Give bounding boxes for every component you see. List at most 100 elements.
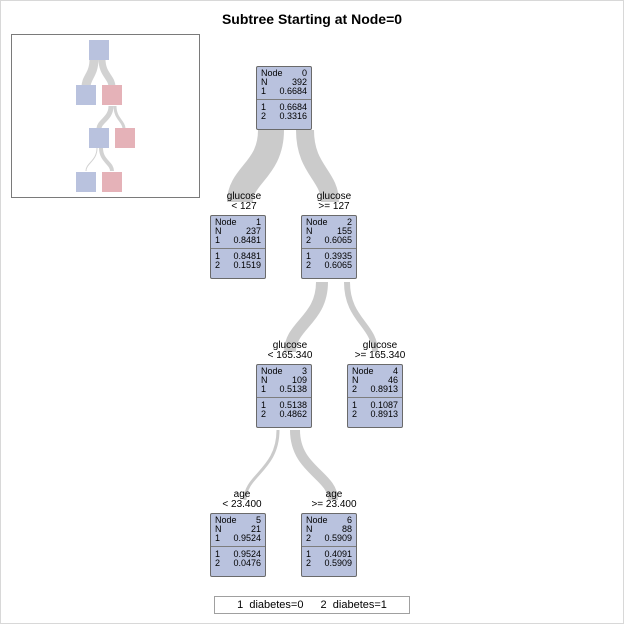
split-variable: glucose	[272, 340, 308, 351]
node-predicted-prob: 0.6684	[279, 86, 307, 96]
node-divider	[257, 397, 311, 398]
node-header-label: Node	[215, 217, 237, 227]
node-class-1-label: 1	[352, 400, 358, 410]
overview-tree	[76, 40, 135, 192]
node-class-1-prob: 0.5138	[279, 400, 307, 410]
legend-label: diabetes=1	[332, 599, 387, 611]
node-class-1-prob: 0.4091	[324, 549, 352, 559]
link-0-2	[296, 129, 339, 203]
split-label-node-6: age >= 23.400	[289, 490, 379, 510]
overview-node-2	[102, 85, 122, 105]
node-id: 0	[301, 68, 307, 78]
overview-link-0-2	[98, 58, 116, 88]
split-label-node-5: age < 23.400	[197, 490, 287, 510]
node-id: 6	[346, 515, 352, 525]
split-variable: glucose	[226, 191, 262, 202]
node-predicted-class: 2	[352, 384, 358, 394]
node-class-2-label: 2	[306, 558, 312, 568]
node-n-label: N	[215, 524, 222, 534]
node-class-1-prob: 0.8481	[233, 251, 261, 261]
split-variable: glucose	[362, 340, 398, 351]
node-n-value: 237	[245, 226, 261, 236]
split-label-node-1: glucose < 127	[199, 192, 289, 212]
node-header-label: Node	[352, 366, 374, 376]
node-n-value: 392	[291, 77, 307, 87]
node-class-2-label: 2	[215, 558, 221, 568]
node-id: 5	[255, 515, 261, 525]
node-class-2-label: 2	[261, 409, 267, 419]
overview-node-0	[89, 40, 109, 60]
node-class-1-label: 1	[261, 400, 267, 410]
tree-node-6[interactable]: Node 6 N 88 2 0.5909 1 0.4091 2 0.5909	[301, 513, 357, 577]
node-n-label: N	[261, 77, 268, 87]
overview-node-5	[76, 172, 96, 192]
legend-item-2: 2 diabetes=1	[321, 599, 387, 611]
link-3-6	[290, 429, 338, 501]
legend: 1 diabetes=0 2 diabetes=1	[214, 596, 410, 614]
node-class-1-label: 1	[261, 102, 267, 112]
node-id: 1	[255, 217, 261, 227]
overview-links	[81, 58, 126, 172]
overview-link-0-1	[81, 58, 99, 88]
node-predicted-prob: 0.5909	[324, 533, 352, 543]
node-divider	[257, 99, 311, 100]
node-predicted-prob: 0.9524	[233, 533, 261, 543]
node-class-1-label: 1	[215, 549, 221, 559]
node-header-label: Node	[261, 68, 283, 78]
node-predicted-class: 1	[215, 235, 221, 245]
node-class-1-prob: 0.1087	[370, 400, 398, 410]
link-3-5	[243, 429, 280, 501]
split-label-node-2: glucose >= 127	[289, 192, 379, 212]
node-n-label: N	[261, 375, 268, 385]
node-n-label: N	[306, 524, 313, 534]
node-n-label: N	[306, 226, 313, 236]
node-class-1-prob: 0.6684	[279, 102, 307, 112]
node-header-label: Node	[306, 217, 328, 227]
node-n-value: 21	[250, 524, 261, 534]
node-n-value: 88	[341, 524, 352, 534]
node-n-label: N	[215, 226, 222, 236]
node-class-1-prob: 0.9524	[233, 549, 261, 559]
node-class-2-label: 2	[215, 260, 221, 270]
split-label-node-3: glucose < 165.340	[245, 341, 335, 361]
split-rule: >= 127	[318, 201, 350, 212]
legend-key: 2	[320, 599, 327, 611]
node-predicted-prob: 0.8481	[233, 235, 261, 245]
node-predicted-class: 1	[261, 384, 267, 394]
node-divider	[211, 546, 265, 547]
node-predicted-class: 1	[261, 86, 267, 96]
node-id: 3	[301, 366, 307, 376]
node-predicted-class: 1	[215, 533, 221, 543]
legend-label: diabetes=0	[249, 599, 304, 611]
node-class-2-prob: 0.5909	[324, 558, 352, 568]
overview-link-2-3	[96, 105, 114, 130]
node-header-label: Node	[306, 515, 328, 525]
node-predicted-prob: 0.8913	[370, 384, 398, 394]
node-predicted-class: 2	[306, 533, 312, 543]
overview-node-1	[76, 85, 96, 105]
node-id: 4	[392, 366, 398, 376]
split-rule: >= 23.400	[311, 499, 357, 510]
node-class-1-label: 1	[306, 549, 312, 559]
node-class-2-prob: 0.3316	[279, 111, 307, 121]
overview-panel	[11, 34, 200, 198]
node-class-2-label: 2	[352, 409, 358, 419]
chart-title: Subtree Starting at Node=0	[221, 11, 403, 27]
split-label-node-4: glucose >= 165.340	[335, 341, 425, 361]
node-divider	[211, 248, 265, 249]
legend-item-1: 1 diabetes=0	[237, 599, 303, 611]
node-n-value: 46	[387, 375, 398, 385]
node-id: 2	[346, 217, 352, 227]
node-class-2-prob: 0.4862	[279, 409, 307, 419]
split-variable: age	[325, 489, 343, 500]
link-2-3	[284, 281, 328, 353]
node-predicted-prob: 0.5138	[279, 384, 307, 394]
legend-key: 1	[237, 599, 244, 611]
